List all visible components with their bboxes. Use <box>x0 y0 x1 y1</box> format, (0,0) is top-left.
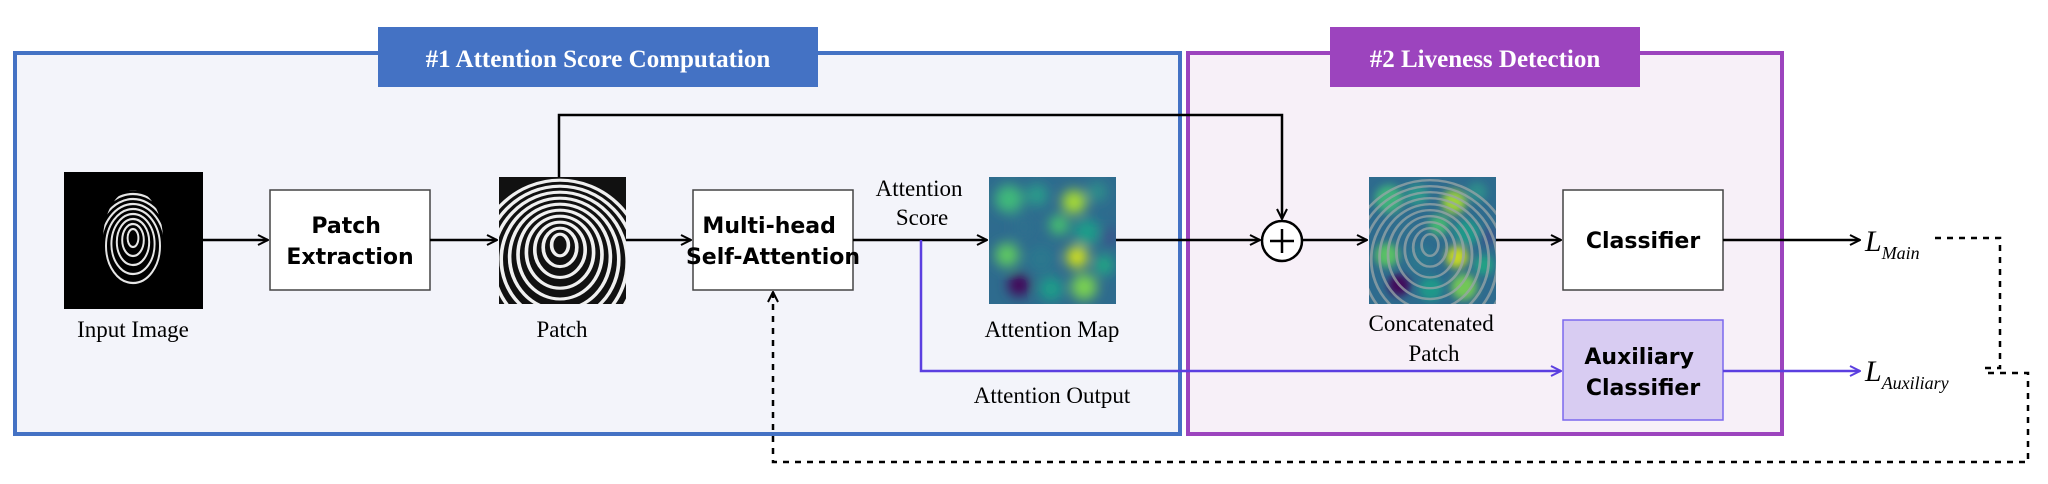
svg-text:Multi-head Self-Attention: Multi-head Self-Attention <box>686 214 860 270</box>
input-image-label: Input Image <box>77 317 189 342</box>
fingerprint-patch-icon <box>499 177 626 304</box>
attention-score-line2: Score <box>896 205 948 230</box>
svg-text:Concatenated Patch: Concatenated Patch <box>1369 311 1500 366</box>
loss-auxiliary: LAuxiliary <box>1864 355 1949 393</box>
mhsa-box <box>692 189 854 291</box>
region1-title-banner <box>378 27 818 87</box>
concatenated-patch-line2: Patch <box>1408 341 1460 366</box>
region2-title: #2 Liveness Detection <box>1370 46 1601 73</box>
concatenated-fingerprint-heatmap-icon <box>1369 177 1496 304</box>
attention-score-line1: Attention <box>876 176 963 201</box>
region2-title-banner <box>1330 27 1640 87</box>
patch-label: Patch <box>536 317 588 342</box>
region1-title: #1 Attention Score Computation <box>426 46 771 73</box>
heatmap-icon <box>989 177 1116 304</box>
aux-classifier-box <box>1562 319 1724 421</box>
fingerprint-image-icon <box>64 172 203 309</box>
arrow-attention-output-to-aux <box>919 240 1561 371</box>
patch-extraction-box <box>269 189 431 291</box>
concatenated-patch-line1: Concatenated <box>1369 311 1495 336</box>
circled-plus-icon <box>1260 219 1304 263</box>
classifier-label: Classifier <box>1586 229 1700 254</box>
svg-text:Patch Extraction: Patch Extraction <box>286 214 413 270</box>
arrow-patch-skip-to-add <box>557 113 1282 219</box>
svg-text:Auxiliary Classifier: Auxiliary Classifier <box>1584 345 1701 401</box>
mhsa-line1: Multi-head <box>702 214 835 239</box>
loss-main: LMain <box>1864 225 1920 263</box>
attention-map-label: Attention Map <box>985 317 1120 342</box>
aux-classifier-line2: Classifier <box>1586 376 1700 401</box>
aux-classifier-line1: Auxiliary <box>1584 345 1694 370</box>
mhsa-line2: Self-Attention <box>686 245 860 270</box>
dashed-loss-link <box>1935 236 2002 370</box>
dashed-feedback-to-mhsa <box>773 292 2030 464</box>
patch-extraction-line1: Patch <box>311 214 381 239</box>
patch-extraction-line2: Extraction <box>286 245 413 270</box>
attention-output-label: Attention Output <box>974 383 1131 408</box>
svg-text:Attention Score: Attention Score <box>876 176 969 230</box>
